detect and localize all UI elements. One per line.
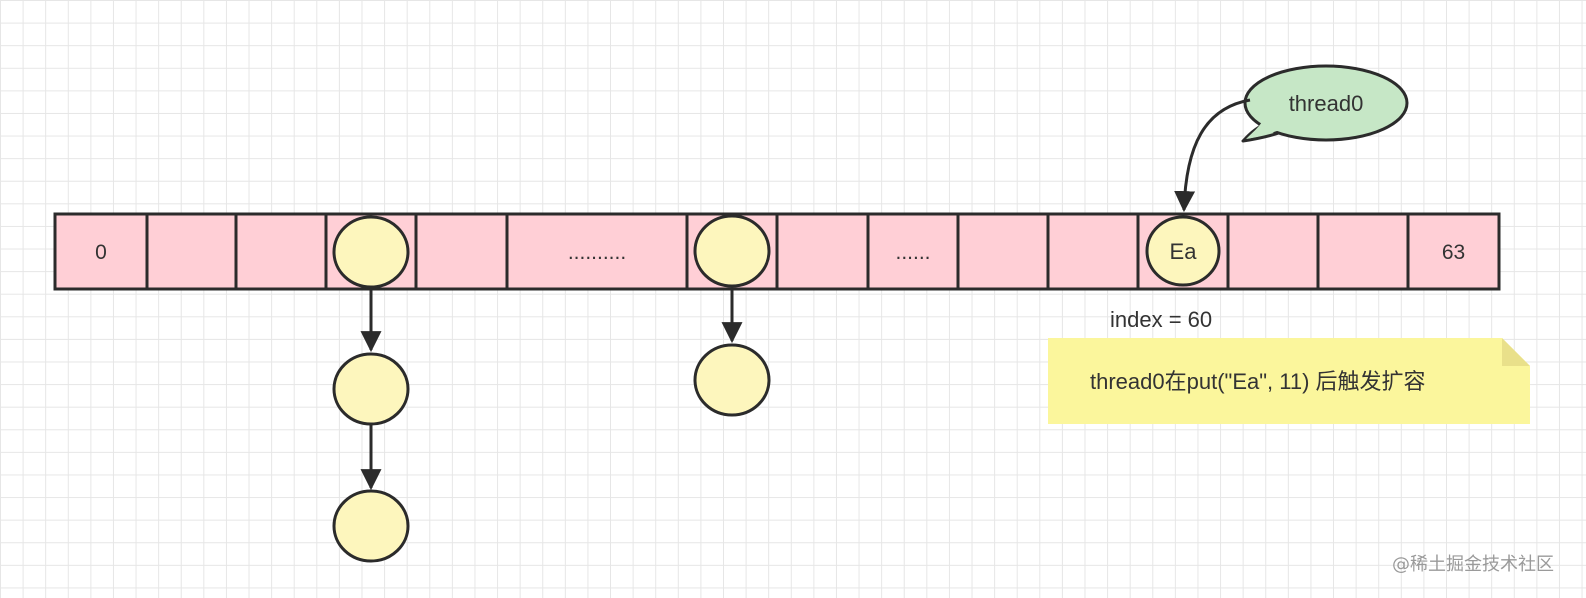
chained-node [332,489,410,563]
array-cell [1316,212,1410,291]
sticky-note-text: thread0在put("Ea", 11) 后触发扩容 [1090,369,1426,394]
thread-pointer-arrow [1174,98,1251,213]
ea-node-label: Ea [1170,239,1198,264]
ea-node: Ea [1145,215,1221,287]
array-cell: ...... [866,212,960,291]
array-cell-label: .......... [568,241,626,264]
array-cell [1046,212,1140,291]
array-cell-label: 0 [95,241,107,264]
chained-node [693,343,771,417]
array-cell [145,212,238,291]
array-cell [775,212,870,291]
chained-node [332,352,410,426]
thread0-label: thread0 [1289,91,1364,116]
index-label: index = 60 [1110,307,1212,332]
array-cell: .......... [505,212,689,291]
bucket-head-node [693,214,771,288]
bucket-head-node [332,215,410,289]
hash-bucket-array: 0 .......... [53,212,1501,291]
array-cell [956,212,1050,291]
array-cell-label: ...... [895,241,930,264]
array-cell: 63 [1406,212,1501,291]
array-cell [414,212,509,291]
thread0-bubble: thread0 [1241,64,1409,143]
array-cell [1226,212,1320,291]
sticky-note: thread0在put("Ea", 11) 后触发扩容 [1048,338,1530,424]
watermark: @稀土掘金技术社区 [1392,554,1554,575]
array-cell [234,212,328,291]
array-cell: 0 [53,212,149,291]
array-cell-label: 63 [1442,241,1465,264]
